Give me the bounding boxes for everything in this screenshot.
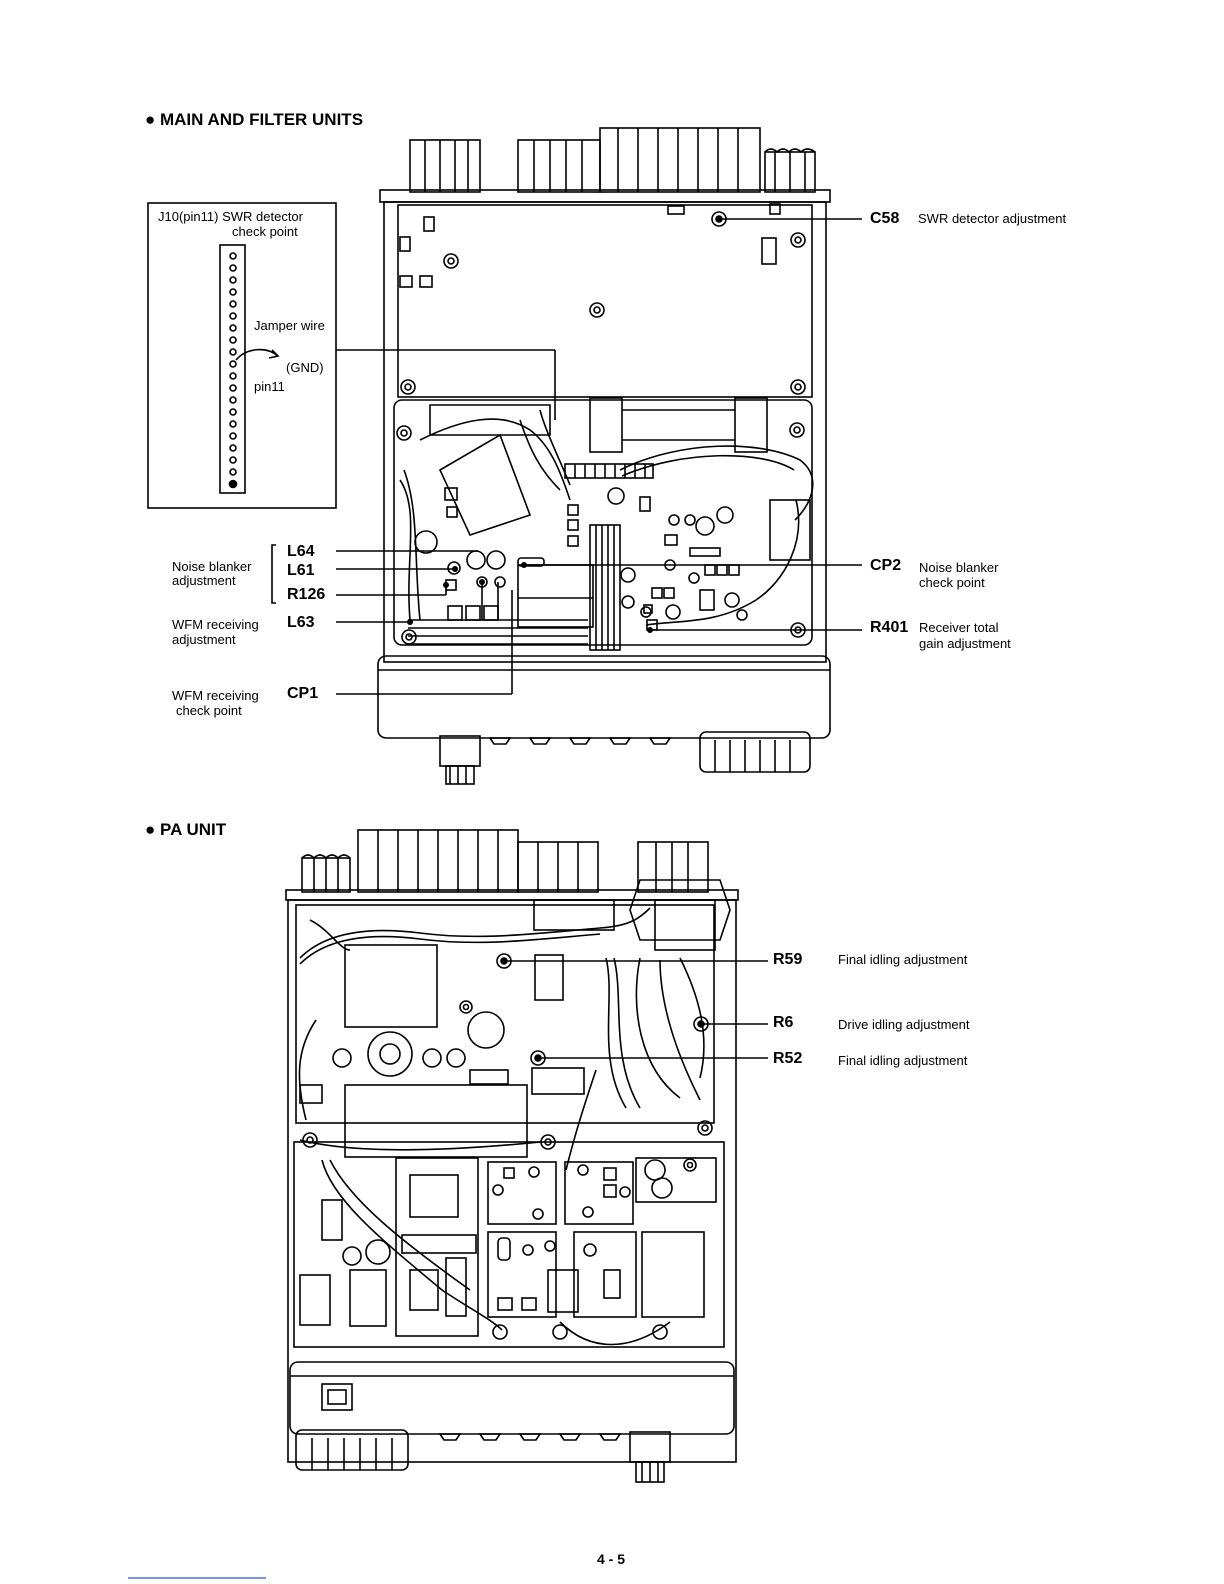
wfm-adj-line1: WFM receiving <box>172 617 259 632</box>
main-screws <box>396 211 806 645</box>
inset-gnd-label: (GND) <box>286 360 324 375</box>
c58-label: C58 <box>870 210 900 227</box>
noise-blanker-adj-line1: Noise blanker <box>172 559 252 574</box>
r59-description: Final idling adjustment <box>838 952 968 967</box>
main-section-heading: ● MAIN AND FILTER UNITS <box>145 110 364 129</box>
leader-endpoint-dots <box>407 216 722 1061</box>
l61-label: L61 <box>287 562 315 579</box>
r52-label: R52 <box>773 1050 803 1067</box>
main-leader-lines <box>271 218 862 695</box>
inset-jumper-label: Jamper wire <box>254 318 325 333</box>
cp2-label: CP2 <box>870 557 902 574</box>
pa-section-heading: ● PA UNIT <box>145 820 227 839</box>
j10-inset <box>147 202 556 509</box>
r52-description: Final idling adjustment <box>838 1053 968 1068</box>
cp2-desc-line2: check point <box>919 575 985 590</box>
r126-label: R126 <box>287 586 326 603</box>
main-antenna-connector <box>764 148 816 193</box>
r6-label: R6 <box>773 1014 794 1031</box>
noise-blanker-adj-line2: adjustment <box>172 573 236 588</box>
r401-desc-line2: gain adjustment <box>919 636 1011 651</box>
r401-desc-line1: Receiver total <box>919 620 999 635</box>
main-front-knobs <box>439 731 811 785</box>
r401-label: R401 <box>870 619 909 636</box>
main-unit-chassis <box>377 127 831 785</box>
inset-title-line1: J10(pin11) SWR detector <box>158 209 303 224</box>
cp1-label: CP1 <box>287 685 319 702</box>
wfm-check-line1: WFM receiving <box>172 688 259 703</box>
main-heatsink <box>409 127 761 193</box>
wfm-adj-line2: adjustment <box>172 632 236 647</box>
l63-label: L63 <box>287 614 315 631</box>
c58-description: SWR detector adjustment <box>918 211 1067 226</box>
page-number: 4 - 5 <box>597 1551 626 1567</box>
inset-pin-label: pin11 <box>254 379 285 394</box>
pa-unit-chassis <box>285 829 739 1483</box>
r6-description: Drive idling adjustment <box>838 1017 970 1032</box>
wfm-check-line2: check point <box>176 703 242 718</box>
cp2-desc-line1: Noise blanker <box>919 560 999 575</box>
r59-label: R59 <box>773 951 803 968</box>
pa-leader-lines <box>506 960 768 1059</box>
inset-title-line2: check point <box>232 224 298 239</box>
l64-label: L64 <box>287 543 315 560</box>
